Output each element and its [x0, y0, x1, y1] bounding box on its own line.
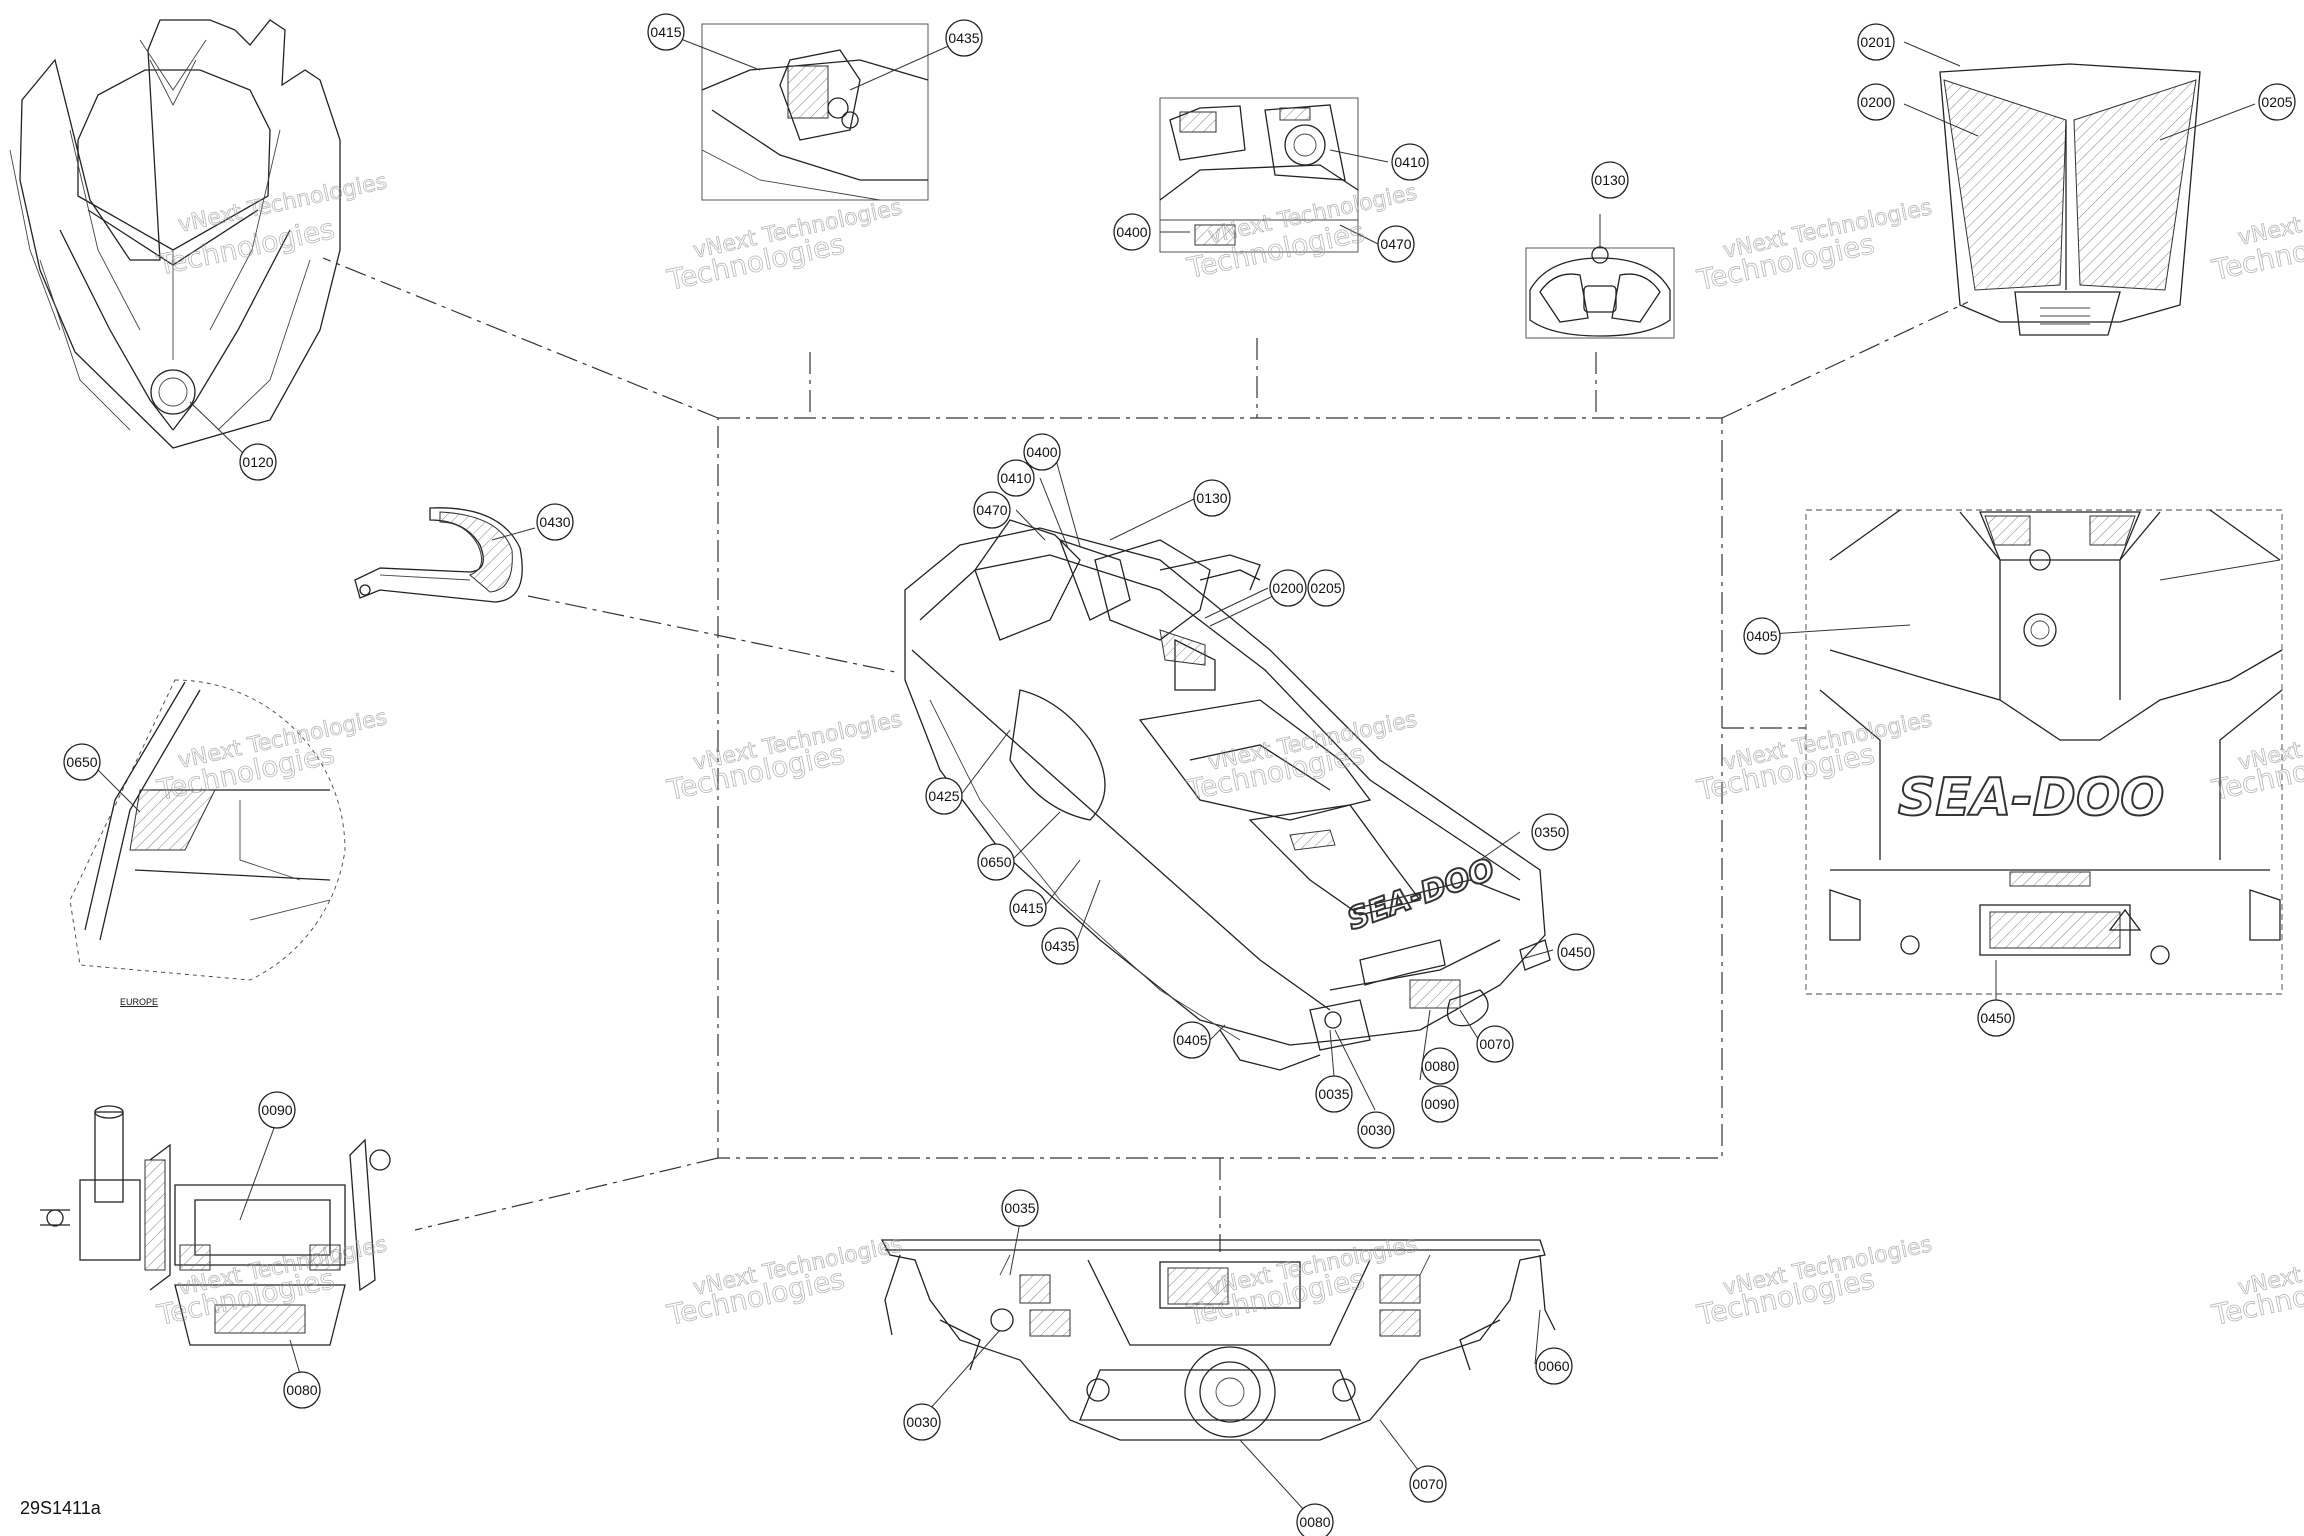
watermarks: vNext Technologies Technologies vNext Te…: [153, 169, 2304, 1333]
callout-0470[interactable]: 0470: [1377, 225, 1415, 263]
callout-0090[interactable]: 0090: [1421, 1085, 1459, 1123]
svg-text:0205: 0205: [1310, 580, 1341, 596]
svg-text:0205: 0205: [2261, 94, 2292, 110]
glovebox-detail: [667, 23, 963, 201]
callout-0030[interactable]: 0030: [1357, 1111, 1395, 1149]
svg-text:0035: 0035: [1318, 1086, 1349, 1102]
cockpit-storage-detail: [1159, 97, 1389, 253]
callout-0070[interactable]: 0070: [1409, 1465, 1447, 1503]
svg-text:0650: 0650: [980, 854, 1011, 870]
svg-text:0130: 0130: [1196, 490, 1227, 506]
svg-text:0090: 0090: [1424, 1096, 1455, 1112]
callout-0430[interactable]: 0430: [536, 503, 574, 541]
main-leaders: [959, 459, 1554, 1111]
rear-deck-detail: SEA-DOO: [1769, 509, 2283, 1012]
storage-bin-detail: [1903, 41, 2256, 336]
svg-text:0400: 0400: [1026, 444, 1057, 460]
callout-0450[interactable]: 0450: [1977, 999, 2015, 1037]
europe-label: EUROPE: [120, 997, 158, 1007]
callout-0200[interactable]: 0200: [1269, 569, 1307, 607]
callout-0200[interactable]: 0200: [1857, 83, 1895, 121]
callout-0405[interactable]: 0405: [1173, 1021, 1211, 1059]
callout-0030[interactable]: 0030: [903, 1403, 941, 1441]
svg-text:0030: 0030: [906, 1414, 937, 1430]
svg-text:0435: 0435: [948, 30, 979, 46]
sea-doo-rear-logo: SEA-DOO: [1898, 768, 2164, 828]
callout-0425[interactable]: 0425: [925, 777, 963, 815]
svg-text:0080: 0080: [1299, 1514, 1330, 1530]
svg-text:0201: 0201: [1860, 34, 1891, 50]
callout-0650[interactable]: 0650: [977, 843, 1015, 881]
callout-0435[interactable]: 0435: [1041, 927, 1079, 965]
svg-text:0200: 0200: [1860, 94, 1891, 110]
svg-text:0415: 0415: [1012, 900, 1043, 916]
callout-0415[interactable]: 0415: [1009, 889, 1047, 927]
callout-0080[interactable]: 0080: [283, 1371, 321, 1409]
callout-0080[interactable]: 0080: [1296, 1503, 1334, 1536]
bracket-0430: [354, 507, 536, 603]
callout-0070[interactable]: 0070: [1476, 1025, 1514, 1063]
callout-0130[interactable]: 0130: [1591, 161, 1629, 199]
callout-0450[interactable]: 0450: [1557, 933, 1595, 971]
svg-text:0470: 0470: [976, 502, 1007, 518]
callouts: 0120 0415 0435 0410 0400 0470 0130 0201 …: [63, 13, 2296, 1536]
svg-text:0400: 0400: [1116, 224, 1147, 240]
svg-text:0405: 0405: [1176, 1032, 1207, 1048]
callout-0090[interactable]: 0090: [258, 1091, 296, 1129]
svg-text:0350: 0350: [1534, 824, 1565, 840]
callout-0400[interactable]: 0400: [1023, 433, 1061, 471]
callout-0350[interactable]: 0350: [1531, 813, 1569, 851]
callout-0650[interactable]: 0650: [63, 743, 101, 781]
decal-closeup-0650: [69, 679, 346, 981]
svg-text:0070: 0070: [1479, 1036, 1510, 1052]
callout-0400[interactable]: 0400: [1113, 213, 1151, 251]
callout-0435[interactable]: 0435: [945, 19, 983, 57]
svg-text:0430: 0430: [539, 514, 570, 530]
stern-view: [880, 1221, 1556, 1523]
svg-text:0070: 0070: [1412, 1476, 1443, 1492]
callout-0470[interactable]: 0470: [973, 491, 1011, 529]
hood-top-view: [9, 19, 341, 456]
callout-0410[interactable]: 0410: [1391, 143, 1429, 181]
callout-0060[interactable]: 0060: [1535, 1347, 1573, 1385]
svg-text:0470: 0470: [1380, 236, 1411, 252]
svg-text:0450: 0450: [1980, 1010, 2011, 1026]
svg-text:0030: 0030: [1360, 1122, 1391, 1138]
callout-0080[interactable]: 0080: [1421, 1047, 1459, 1085]
svg-text:0080: 0080: [1424, 1058, 1455, 1074]
callout-0120[interactable]: 0120: [239, 443, 277, 481]
svg-text:0410: 0410: [1394, 154, 1425, 170]
svg-text:0200: 0200: [1272, 580, 1303, 596]
svg-text:0650: 0650: [66, 754, 97, 770]
sea-doo-logo: SEA-DOO: [1343, 852, 1499, 937]
callout-0405[interactable]: 0405: [1743, 617, 1781, 655]
svg-text:0120: 0120: [242, 454, 273, 470]
svg-text:0405: 0405: [1746, 628, 1777, 644]
callout-0035[interactable]: 0035: [1001, 1189, 1039, 1227]
callout-0035[interactable]: 0035: [1315, 1075, 1353, 1113]
svg-text:0035: 0035: [1004, 1200, 1035, 1216]
callout-0205[interactable]: 0205: [2258, 83, 2296, 121]
svg-text:0410: 0410: [1000, 470, 1031, 486]
svg-text:0435: 0435: [1044, 938, 1075, 954]
callout-0130[interactable]: 0130: [1193, 479, 1231, 517]
callout-0205[interactable]: 0205: [1307, 569, 1345, 607]
svg-text:0080: 0080: [286, 1382, 317, 1398]
callout-0415[interactable]: 0415: [647, 13, 685, 51]
callout-0201[interactable]: 0201: [1857, 23, 1895, 61]
jet-pump-detail: [40, 1105, 391, 1375]
svg-text:0130: 0130: [1594, 172, 1625, 188]
svg-text:0450: 0450: [1560, 944, 1591, 960]
gauge-detail: [1525, 214, 1675, 339]
assembly-frame: [322, 257, 1969, 1252]
callout-0410[interactable]: 0410: [997, 459, 1035, 497]
svg-text:0415: 0415: [650, 24, 681, 40]
svg-text:0425: 0425: [928, 788, 959, 804]
svg-text:0090: 0090: [261, 1102, 292, 1118]
svg-text:0060: 0060: [1538, 1358, 1569, 1374]
drawing-reference: 29S1411a: [20, 1498, 102, 1518]
